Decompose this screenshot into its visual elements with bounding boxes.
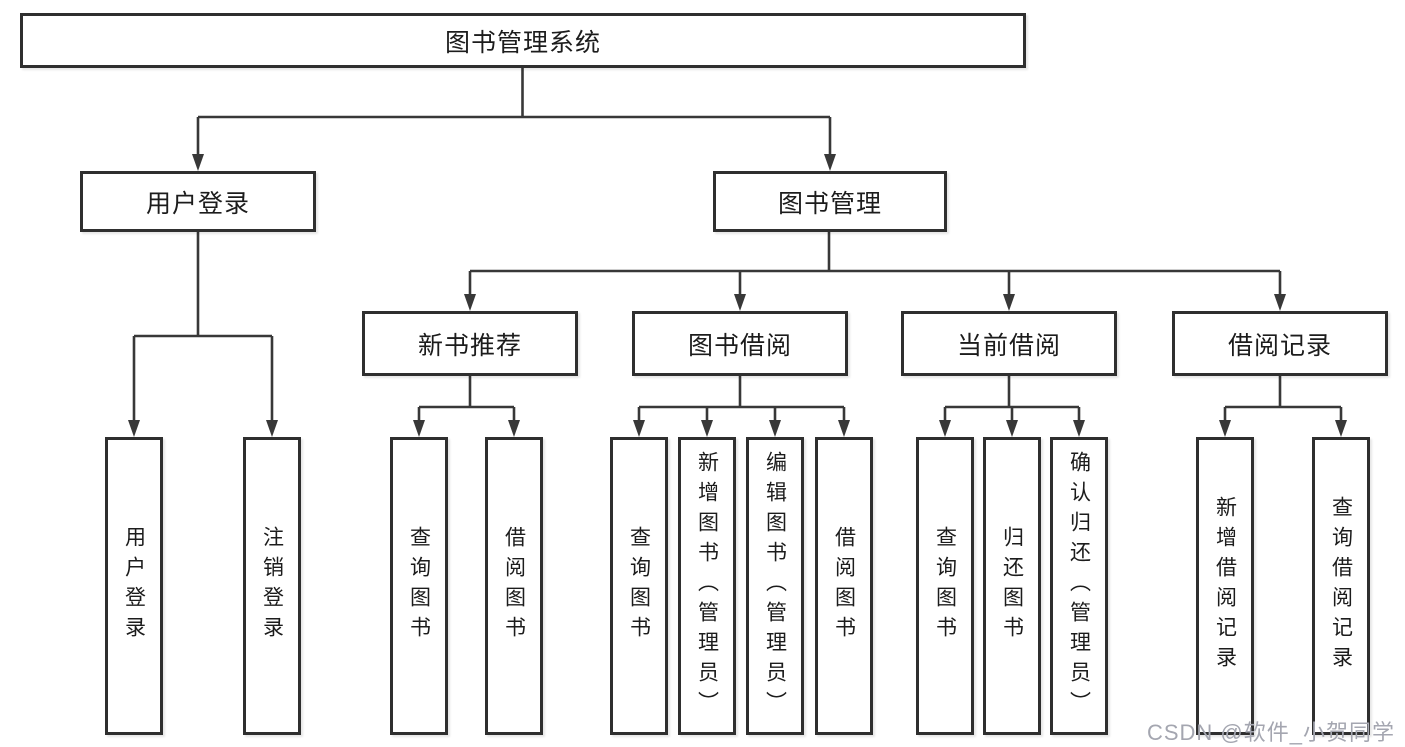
leaf-borrow-books-label: 借阅图书 [832, 526, 856, 646]
node-user-login: 用户登录 [80, 171, 316, 232]
leaf-query-borrow-record-label: 查询借阅记录 [1329, 496, 1353, 676]
leaf-user-login-label: 用户登录 [122, 526, 146, 646]
connector-root-to-level2 [192, 68, 836, 171]
node-root: 图书管理系统 [20, 13, 1026, 68]
leaf-add-borrow-record-label: 新增借阅记录 [1213, 496, 1237, 676]
leaf-confirm-return-admin: 确认归还（管理员） [1050, 437, 1108, 735]
leaf-borrow-books-recommend: 借阅图书 [485, 437, 543, 735]
leaf-add-book-admin: 新增图书（管理员） [678, 437, 736, 735]
leaf-confirm-return-admin-label: 确认归还（管理员） [1067, 451, 1091, 721]
leaf-logout-label: 注销登录 [260, 526, 284, 646]
leaf-query-books-borrow-label: 查询图书 [627, 526, 651, 646]
connector-book-management-to-level3 [464, 232, 1286, 311]
connector-book-borrow-to-leaves [633, 376, 850, 437]
node-new-book-recommend: 新书推荐 [362, 311, 578, 376]
connector-current-borrow-to-leaves [939, 376, 1085, 437]
leaf-query-books-current: 查询图书 [916, 437, 974, 735]
node-borrow-records-label: 借阅记录 [1227, 331, 1332, 360]
connector-user-login-to-leaves [128, 232, 278, 437]
leaf-add-book-admin-label: 新增图书（管理员） [695, 451, 719, 721]
node-current-borrow: 当前借阅 [901, 311, 1117, 376]
node-borrow-records: 借阅记录 [1172, 311, 1388, 376]
node-book-management: 图书管理 [713, 171, 947, 232]
node-user-login-label: 用户登录 [145, 189, 250, 218]
leaf-query-books-current-label: 查询图书 [933, 526, 957, 646]
node-book-borrow: 图书借阅 [632, 311, 848, 376]
leaf-query-books-recommend: 查询图书 [390, 437, 448, 735]
leaf-user-login: 用户登录 [105, 437, 163, 735]
leaf-edit-book-admin-label: 编辑图书（管理员） [763, 451, 787, 721]
node-current-borrow-label: 当前借阅 [956, 331, 1061, 360]
node-book-borrow-label: 图书借阅 [687, 331, 792, 360]
connector-borrow-records-to-leaves [1219, 376, 1347, 437]
watermark: CSDN @软件_小贺同学 [1146, 720, 1395, 745]
node-root-label: 图书管理系统 [444, 28, 601, 57]
leaf-query-books-recommend-label: 查询图书 [407, 526, 431, 646]
leaf-query-borrow-record: 查询借阅记录 [1312, 437, 1370, 735]
leaf-return-books-label: 归还图书 [1000, 526, 1024, 646]
node-book-management-label: 图书管理 [777, 189, 882, 218]
leaf-return-books: 归还图书 [983, 437, 1041, 735]
leaf-add-borrow-record: 新增借阅记录 [1196, 437, 1254, 735]
leaf-borrow-books-recommend-label: 借阅图书 [502, 526, 526, 646]
leaf-edit-book-admin: 编辑图书（管理员） [746, 437, 804, 735]
leaf-query-books-borrow: 查询图书 [610, 437, 668, 735]
node-new-book-recommend-label: 新书推荐 [417, 331, 522, 360]
leaf-borrow-books: 借阅图书 [815, 437, 873, 735]
connector-new-book-recommend-to-leaves [413, 376, 520, 437]
leaf-logout: 注销登录 [243, 437, 301, 735]
